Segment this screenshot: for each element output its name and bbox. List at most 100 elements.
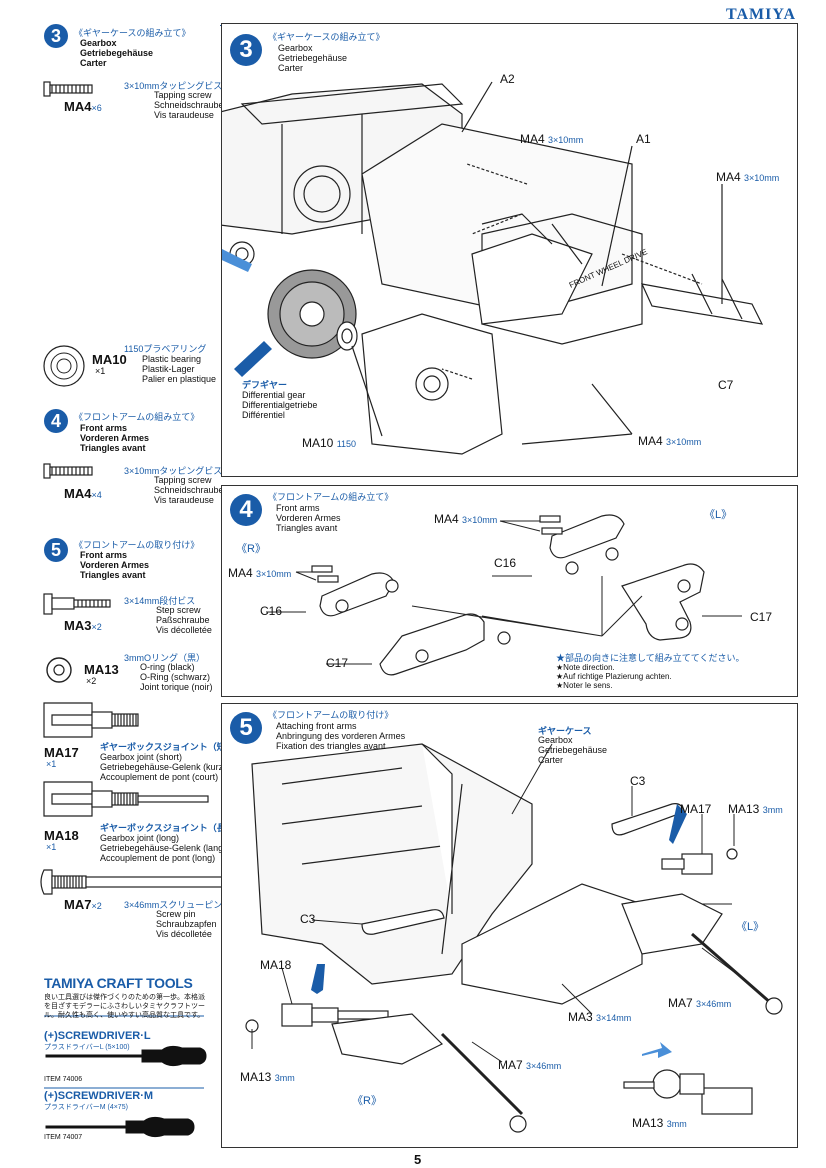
craft-tools-desc: 良い工具選びは傑作づくりのための第一歩。本格派を目ざすモデラーにふさわしいタミヤ… bbox=[44, 994, 205, 1019]
label-ma7-right: MA7 3×46mm bbox=[668, 996, 732, 1010]
part-desc-ma10: Plastic bearing Plastik-Lager Palier en … bbox=[142, 354, 217, 384]
label-c16-left: C16 bbox=[260, 604, 283, 618]
part-code-ma17: MA17 bbox=[44, 745, 79, 760]
sidebar-step5-title: Front arms Vorderen Armes Triangles avan… bbox=[80, 550, 150, 580]
part-qty-ma17: ×1 bbox=[46, 759, 57, 769]
part-desc-ma13: O-ring (black) O-Ring (schwarz) Joint to… bbox=[140, 662, 213, 692]
gearbox-joint-long-icon bbox=[43, 781, 209, 817]
panel-step5: 5 《フロントアームの取り付け》 Attaching front arms An… bbox=[221, 703, 798, 1148]
part-code-ma4: MA4×6 bbox=[64, 99, 102, 114]
part-desc-ma18: Gearbox joint (long) Getriebegehäuse-Gel… bbox=[100, 833, 227, 863]
label-gear-jp: ギヤーケース bbox=[538, 726, 592, 736]
label-ma17: MA17 bbox=[680, 802, 712, 816]
label-a1: A1 bbox=[636, 132, 651, 146]
panel5-jp: 《フロントアームの取り付け》 bbox=[268, 710, 394, 720]
brand-logo: TAMIYA bbox=[725, 6, 796, 23]
craft-tools-heading: TAMIYA CRAFT TOOLS bbox=[44, 975, 193, 991]
panel4-title: Front arms Vorderen Armes Triangles avan… bbox=[276, 503, 341, 533]
part-desc-ma7: Screw pin Schraubzapfen Vis décolletée bbox=[156, 909, 217, 939]
label-ma10: MA10 1150 bbox=[302, 436, 357, 450]
panel5-title: Attaching front arms Anbringung des vord… bbox=[276, 721, 406, 751]
sidebar-step5-badge: 5 bbox=[44, 538, 68, 562]
attach-arms-diagram bbox=[245, 743, 783, 1133]
part-jp-ma3: 3×14mm段付ビス bbox=[124, 596, 196, 606]
panel3-jp: 《ギヤーケースの組み立て》 bbox=[268, 32, 385, 42]
label-ma4-2: MA4 3×10mm bbox=[716, 170, 780, 184]
tool-item-l: ITEM 74006 bbox=[44, 1076, 83, 1083]
tool-jp-m: プラスドライバーM (4×75) bbox=[44, 1104, 128, 1111]
screw-icon bbox=[43, 463, 93, 479]
part-jp-ma17: ギヤーボックスジョイント（短） bbox=[100, 742, 235, 752]
part-jp-ma4: 3×10mmタッピングビス bbox=[124, 81, 223, 91]
part-jp-ma10: 1150プラベアリング bbox=[124, 344, 207, 354]
label-c17-left: C17 bbox=[326, 656, 349, 670]
page-number: 5 bbox=[414, 1152, 422, 1167]
screw-icon bbox=[43, 81, 93, 97]
part-desc-ma4-step4: Tapping screw Schneidschraube Vis taraud… bbox=[154, 475, 224, 505]
note-jp: ★部品の向きに注意して組み立ててください。 bbox=[556, 653, 745, 663]
sidebar-step4-jp: 《フロントアームの組み立て》 bbox=[74, 412, 200, 422]
step-screw-icon bbox=[43, 593, 111, 615]
screwdriver-l-icon bbox=[45, 1045, 207, 1067]
label-c17-right: C17 bbox=[750, 610, 773, 624]
panel-step4: 4 《フロントアームの組み立て》 Front arms Vorderen Arm… bbox=[221, 485, 798, 697]
label-a2: A2 bbox=[500, 72, 515, 86]
part-desc-ma4: Tapping screw Schneidschraube Vis taraud… bbox=[154, 90, 224, 120]
part-qty-ma10: ×1 bbox=[95, 366, 106, 376]
part-qty-ma13: ×2 bbox=[86, 676, 97, 686]
part-jp-ma13: 3mmOリング（黒） bbox=[124, 653, 206, 663]
label-ma13-left: MA13 3mm bbox=[240, 1070, 295, 1084]
panel3-step-badge: 3 bbox=[230, 34, 262, 66]
part-qty-ma18: ×1 bbox=[46, 842, 57, 852]
label-ma13-inset: MA13 3mm bbox=[632, 1116, 687, 1130]
panel4-jp: 《フロントアームの組み立て》 bbox=[268, 492, 394, 502]
label-ma4-left: MA4 3×10mm bbox=[228, 566, 292, 580]
label-ma7-bottom: MA7 3×46mm bbox=[498, 1058, 562, 1072]
label-r5: 《R》 bbox=[352, 1095, 382, 1107]
part-code-ma18: MA18 bbox=[44, 828, 79, 843]
part-code-ma7: MA7×2 bbox=[64, 897, 102, 912]
sidebar-step3-title: Gearbox Getriebegehäuse Carter bbox=[80, 38, 154, 68]
gearbox-joint-short-icon bbox=[43, 702, 139, 738]
o-ring-icon bbox=[46, 657, 72, 683]
sidebar-step4-badge: 4 bbox=[44, 409, 68, 433]
part-desc-ma3: Step screw Paßschraube Vis décolletée bbox=[156, 605, 212, 635]
panel5-step-badge: 5 bbox=[230, 712, 262, 744]
label-ma4-top: MA4 3×10mm bbox=[434, 512, 498, 526]
label-c3-top: C3 bbox=[630, 774, 646, 788]
sidebar-step5-jp: 《フロントアームの取り付け》 bbox=[74, 540, 200, 550]
part-jp-ma7: 3×46mmスクリューピン bbox=[124, 900, 223, 910]
sidebar-step3-badge: 3 bbox=[44, 24, 68, 48]
gearbox-diagram bbox=[222, 81, 764, 455]
label-ma13-top: MA13 3mm bbox=[728, 802, 783, 816]
label-l5: 《L》 bbox=[736, 921, 765, 933]
front-arms-diagram bbox=[266, 514, 742, 676]
label-l: 《L》 bbox=[704, 509, 733, 521]
part-code-ma10: MA10 bbox=[92, 352, 127, 367]
label-ma4-1: MA4 3×10mm bbox=[520, 132, 584, 146]
label-diff-jp: デフギヤー bbox=[242, 380, 288, 390]
panel-step3: 3 《ギヤーケースの組み立て》 Gearbox Getriebegehäuse … bbox=[221, 23, 798, 477]
label-ma18: MA18 bbox=[260, 958, 292, 972]
label-c7: C7 bbox=[718, 378, 734, 392]
tool-item-m: ITEM 74007 bbox=[44, 1134, 83, 1141]
label-r: 《R》 bbox=[236, 543, 266, 555]
part-jp-ma18: ギヤーボックスジョイント（長） bbox=[100, 823, 235, 833]
panel4-step-badge: 4 bbox=[230, 494, 262, 526]
screw-pin-icon bbox=[40, 869, 235, 895]
tool-name-l: (+)SCREWDRIVER·L bbox=[44, 1030, 151, 1042]
label-gear: Gearbox Getriebegehäuse Carter bbox=[538, 735, 608, 765]
screwdriver-m-icon bbox=[45, 1116, 195, 1138]
sidebar-step3-jp: 《ギヤーケースの組み立て》 bbox=[74, 28, 191, 38]
bearing-icon bbox=[43, 345, 85, 387]
label-diff: Differential gear Differentialgetriebe D… bbox=[242, 390, 318, 420]
note-text: ★Note direction. ★Auf richtige Plazierun… bbox=[556, 663, 672, 690]
part-code-ma3: MA3×2 bbox=[64, 618, 102, 633]
tool-jp-l: プラスドライバーL (5×100) bbox=[44, 1044, 130, 1051]
part-jp-ma4-step4: 3×10mmタッピングビス bbox=[124, 466, 223, 476]
sidebar-step4-title: Front arms Vorderen Armes Triangles avan… bbox=[80, 423, 150, 453]
tool-name-m: (+)SCREWDRIVER·M bbox=[44, 1090, 154, 1102]
part-desc-ma17: Gearbox joint (short) Getriebegehäuse-Ge… bbox=[100, 752, 227, 782]
label-c16-right: C16 bbox=[494, 556, 517, 570]
